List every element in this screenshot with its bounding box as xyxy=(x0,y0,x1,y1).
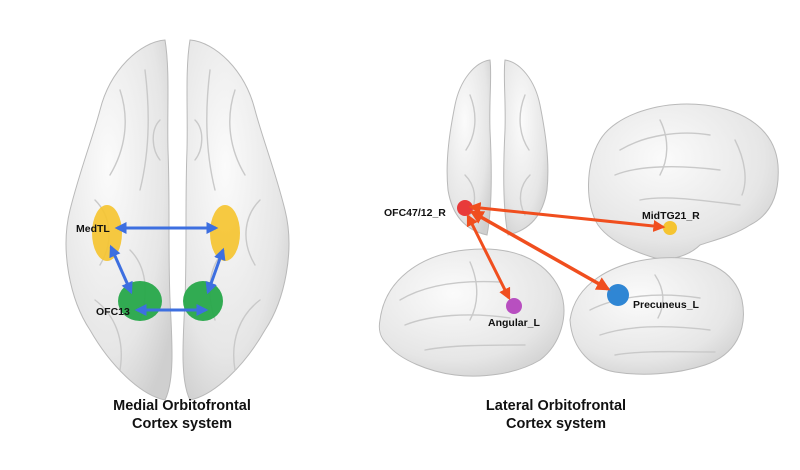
medial-ofc-panel: MedTL OFC13 Medial Orbitofrontal Cortex … xyxy=(65,39,290,432)
lateral-caption-line2: Cortex system xyxy=(506,416,606,432)
medtl-ofc13-left-connection xyxy=(109,244,133,295)
midtg21-r-label: MidTG21_R xyxy=(642,210,700,222)
ofc47-precuneus-connection xyxy=(469,210,611,291)
midtg21-r-node xyxy=(663,221,677,235)
medtl-ofc13-right-connection xyxy=(205,247,226,295)
small-ventral-brain-view xyxy=(446,59,549,236)
ofc13-label: OFC13 xyxy=(96,306,130,318)
medtl-label: MedTL xyxy=(76,223,110,235)
precuneus-l-node xyxy=(607,284,629,306)
precuneus-l-label: Precuneus_L xyxy=(633,299,700,311)
medial-caption-line2: Cortex system xyxy=(132,416,232,432)
lateral-ofc-panel: OFC47/12_R MidTG21_R Angular_L Precuneus… xyxy=(378,59,779,432)
left-lateral-brain-view xyxy=(378,248,565,377)
ofc47-12-r-label: OFC47/12_R xyxy=(384,207,446,219)
medial-caption-line1: Medial Orbitofrontal xyxy=(113,398,251,414)
ofc47-12-r-node xyxy=(457,200,473,216)
medial-brain-view xyxy=(569,257,744,375)
ofc13-right-node xyxy=(183,281,223,321)
lateral-caption-line1: Lateral Orbitofrontal xyxy=(486,398,626,414)
medtl-right-node xyxy=(210,205,240,261)
right-lateral-brain-view xyxy=(588,103,779,260)
angular-l-node xyxy=(506,298,522,314)
angular-l-label: Angular_L xyxy=(488,317,541,329)
